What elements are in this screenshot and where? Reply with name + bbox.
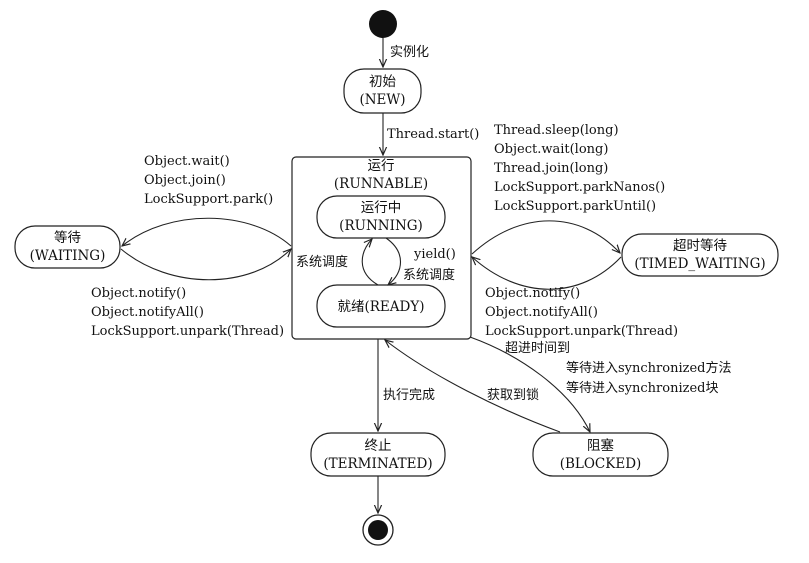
svg-text:Thread.join(long): Thread.join(long) [494, 161, 608, 176]
svg-text:等待: 等待 [54, 229, 81, 246]
svg-text:Object.join(): Object.join() [144, 173, 226, 188]
arrow-running-to-ready [385, 237, 401, 285]
svg-text:运行中: 运行中 [361, 200, 402, 216]
svg-text:Object.notifyAll(): Object.notifyAll() [91, 305, 204, 320]
svg-text:等待进入synchronized方法: 等待进入synchronized方法 [566, 360, 731, 376]
label-to-timed-waiting: Thread.sleep(long) Object.wait(long) Thr… [494, 123, 665, 214]
state-new: 初始 (NEW) [343, 68, 422, 114]
arrow-ready-to-running [361, 239, 379, 286]
svg-text:阻塞: 阻塞 [587, 437, 615, 454]
label-system-schedule-right: 系统调度 [403, 267, 455, 283]
svg-text:Object.wait(): Object.wait() [144, 154, 230, 169]
label-to-waiting: Object.wait() Object.join() LockSupport.… [144, 154, 273, 207]
svg-text:(TERMINATED): (TERMINATED) [323, 456, 432, 472]
arrow-timed-waiting-to-runnable [472, 257, 622, 290]
svg-text:Object.wait(long): Object.wait(long) [494, 142, 608, 157]
arrow-waiting-to-runnable [120, 249, 291, 281]
svg-text:等待进入synchronized块: 等待进入synchronized块 [566, 380, 718, 396]
svg-text:(RUNNING): (RUNNING) [339, 218, 423, 234]
state-ready: 就绪(READY) [316, 284, 446, 328]
label-from-waiting: Object.notify() Object.notifyAll() LockS… [91, 286, 284, 339]
svg-text:LockSupport.parkNanos(): LockSupport.parkNanos() [494, 180, 665, 195]
label-system-schedule-left: 系统调度 [296, 254, 348, 270]
svg-text:(NEW): (NEW) [359, 92, 405, 108]
arrow-runnable-to-timed-waiting [471, 220, 620, 255]
svg-text:Object.notify(): Object.notify() [91, 286, 186, 301]
svg-text:LockSupport.unpark(Thread): LockSupport.unpark(Thread) [485, 324, 678, 339]
arrow-blocked-to-runnable [385, 340, 561, 433]
svg-text:超时等待: 超时等待 [673, 237, 727, 254]
svg-text:Object.notify(): Object.notify() [485, 286, 580, 301]
svg-text:(BLOCKED): (BLOCKED) [560, 456, 642, 472]
label-thread-start: Thread.start() [387, 127, 479, 142]
state-waiting: 等待 (WAITING) [14, 225, 121, 269]
svg-text:LockSupport.unpark(Thread): LockSupport.unpark(Thread) [91, 324, 284, 339]
state-terminated: 终止 (TERMINATED) [310, 432, 446, 477]
label-instantiate: 实例化 [390, 45, 429, 60]
svg-text:Thread.sleep(long): Thread.sleep(long) [494, 123, 619, 138]
state-running: 运行中 (RUNNING) [316, 195, 446, 239]
label-acquire-lock: 获取到锁 [487, 387, 539, 403]
svg-text:(TIMED_WAITING): (TIMED_WAITING) [634, 256, 765, 272]
svg-text:(RUNNABLE): (RUNNABLE) [334, 176, 428, 192]
svg-text:运行: 运行 [368, 158, 395, 174]
state-timed-waiting: 超时等待 (TIMED_WAITING) [621, 233, 779, 277]
label-finished: 执行完成 [383, 388, 435, 403]
label-from-timed-waiting: Object.notify() Object.notifyAll() LockS… [485, 286, 678, 339]
start-node [369, 10, 397, 38]
svg-text:LockSupport.park(): LockSupport.park() [144, 192, 273, 207]
svg-text:Object.notifyAll(): Object.notifyAll() [485, 305, 598, 320]
state-blocked: 阻塞 (BLOCKED) [532, 432, 669, 477]
svg-text:终止: 终止 [365, 438, 392, 454]
arrow-runnable-to-waiting [122, 217, 292, 246]
end-node [362, 514, 394, 546]
svg-text:(WAITING): (WAITING) [30, 248, 106, 264]
svg-text:就绪(READY): 就绪(READY) [337, 299, 424, 315]
label-yield: yield() [413, 247, 456, 262]
arrow-runnable-to-blocked [469, 336, 590, 432]
svg-text:初始: 初始 [369, 73, 396, 90]
svg-text:LockSupport.parkUntil(): LockSupport.parkUntil() [494, 199, 656, 214]
label-to-blocked: 等待进入synchronized方法 等待进入synchronized块 [566, 360, 731, 396]
label-timeout: 超进时间到 [505, 341, 570, 356]
